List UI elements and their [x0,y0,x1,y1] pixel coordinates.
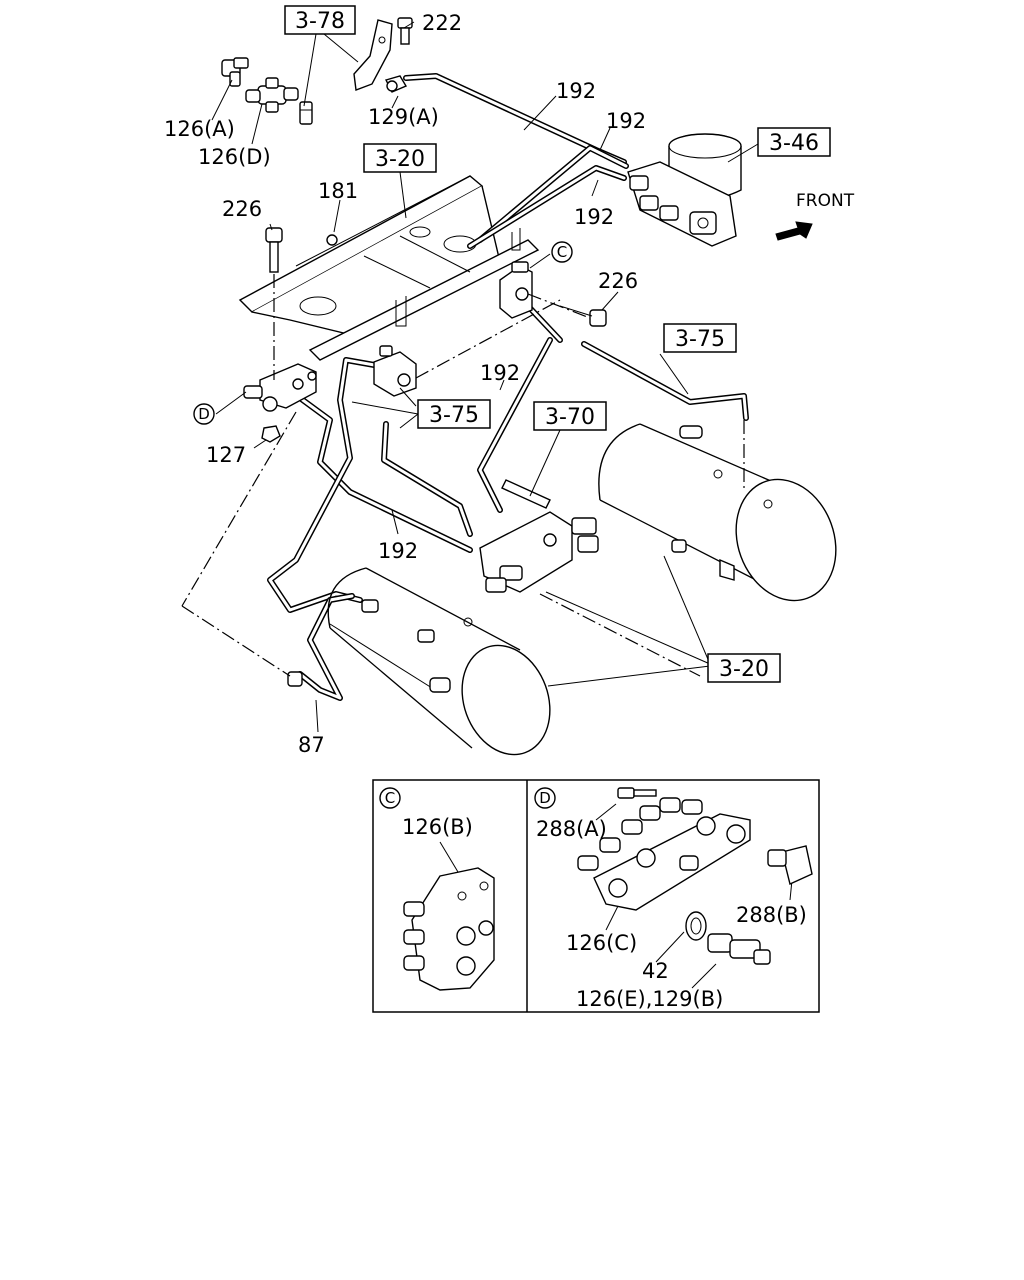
callout-3-70[interactable]: 3-70 [533,401,607,431]
marker-d[interactable]: D [193,403,215,425]
air-pipes [267,73,749,701]
label-87: 87 [298,733,325,757]
callout-3-75-mid[interactable]: 3-75 [417,399,491,429]
valve-c-assembly [499,261,533,319]
label-192-b: 192 [606,109,646,133]
fitting-87 [287,671,303,687]
label-126b: 126(B) [402,815,473,839]
callout-3-20-top[interactable]: 3-20 [363,143,437,173]
bolt-226-left [265,227,283,273]
fitting-126d-tee [245,77,299,113]
label-42: 42 [642,959,669,983]
air-tank-left [327,567,551,756]
marker-d-text: D [198,405,210,423]
washer-42 [685,911,707,941]
label-288b: 288(B) [736,903,807,927]
detail-c: C 126(B) [379,787,495,991]
leader-lines [211,21,759,733]
air-dryer [627,133,742,247]
fitting-129a [384,75,408,93]
label-126c: 126(C) [566,931,637,955]
label-127: 127 [206,443,246,467]
bolt-small-3-78 [299,101,313,125]
front-arrow-icon [775,221,813,241]
label-126e-129b: 126(E),129(B) [576,987,723,1011]
callout-3-20-bottom[interactable]: 3-20 [707,653,781,683]
label-226-left: 226 [222,197,262,221]
detail-d-marker-text: D [539,789,551,807]
callout-3-75-right[interactable]: 3-75 [663,323,737,353]
callout-3-78[interactable]: 3-78 [284,5,356,35]
callout-3-20-bottom-text: 3-20 [719,657,769,682]
bolt-288b [767,845,813,885]
nut-127 [261,425,281,443]
callout-3-46-text: 3-46 [769,131,819,156]
marker-c[interactable]: C [551,241,573,263]
label-192-a: 192 [556,79,596,103]
valve-126b [403,867,495,991]
marker-c-text: C [557,243,567,261]
air-tank-right [598,423,837,602]
bracket-3-78 [353,19,393,91]
label-226-right: 226 [598,269,638,293]
callout-3-46[interactable]: 3-46 [757,127,831,157]
relay-valve [373,345,417,397]
label-192-c: 192 [574,205,614,229]
frame-crossmember [238,175,540,361]
callout-3-75-mid-text: 3-75 [429,403,479,428]
bolt-222 [397,17,413,45]
label-192-d: 192 [480,361,520,385]
callout-3-70-text: 3-70 [545,405,595,430]
callout-3-75-right-text: 3-75 [675,327,725,352]
label-126d: 126(D) [198,145,271,169]
fitting-126a [221,57,249,87]
fitting-126e-129b [707,933,771,965]
bolt-226-right [559,305,607,327]
label-222: 222 [422,11,462,35]
valve-block-3-70 [479,479,599,593]
label-129a: 129(A) [368,105,439,129]
detail-c-marker[interactable]: C [379,787,401,809]
callout-3-78-text: 3-78 [295,9,345,34]
detail-d: D 288(A) 288(B) 126(C) 42 126(E),129(B) [534,787,813,1011]
bolt-288a [617,787,657,799]
label-192-e: 192 [378,539,418,563]
callout-3-20-top-text: 3-20 [375,147,425,172]
manifold-126c [577,797,751,911]
label-181: 181 [318,179,358,203]
label-288a: 288(A) [536,817,607,841]
detail-c-marker-text: C [385,789,395,807]
detail-d-marker[interactable]: D [534,787,556,809]
nut-181 [326,234,338,246]
dashed-connectors [181,274,745,677]
front-label: FRONT [796,191,855,211]
label-126a: 126(A) [164,117,235,141]
